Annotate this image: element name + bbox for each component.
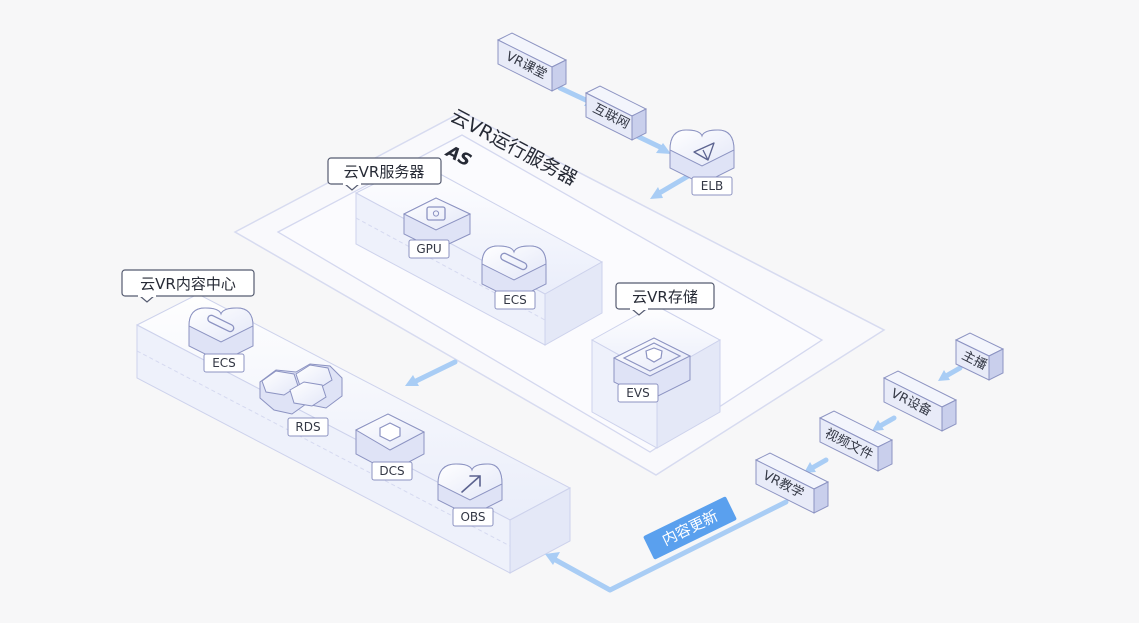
client-internet: 互联网 — [584, 85, 648, 141]
gpu-node: GPU — [402, 197, 472, 259]
arrowhead-elb — [656, 143, 671, 154]
rds-label: RDS — [295, 420, 320, 434]
ecs-center-node: ECS — [188, 307, 254, 373]
evs-label: EVS — [626, 386, 649, 400]
rds-node: RDS — [259, 363, 343, 437]
evs-node: EVS — [612, 337, 692, 403]
arrow-anchor-to-device — [943, 365, 963, 379]
arrowhead-zone — [650, 187, 663, 199]
arrowhead-update — [545, 552, 560, 565]
elb-label: ELB — [701, 179, 724, 193]
arrow-teaching-to-center — [549, 499, 789, 593]
dcs-label: DCS — [379, 464, 404, 478]
upload-arrow-icon — [461, 475, 481, 493]
obs-node: OBS — [437, 463, 503, 527]
chip-icon — [426, 206, 446, 221]
vr-server-label: 云VR服务器 — [344, 163, 425, 181]
vr-storage-tag: 云VR存储 — [615, 282, 715, 316]
hexagon-icon — [379, 422, 401, 442]
ecs-server-node: ECS — [481, 245, 547, 310]
content-center-slab — [135, 293, 572, 574]
dcs-node: DCS — [354, 413, 426, 481]
client-anchor: 主播 — [954, 332, 1005, 381]
paper-plane-icon — [693, 142, 715, 161]
server-icon — [207, 314, 235, 333]
client-vr-teaching: VR教学 — [754, 452, 830, 514]
arrow-elb-to-zone — [653, 172, 693, 198]
content-center-tag: 云VR内容中心 — [121, 269, 255, 303]
arrow-device-to-video — [877, 415, 897, 429]
content-center-label: 云VR内容中心 — [140, 275, 236, 293]
arrow-internet-to-elb — [634, 133, 665, 151]
arrowhead-center — [405, 375, 419, 386]
client-vr-device: VR设备 — [882, 370, 958, 432]
vr-storage-label: 云VR存储 — [632, 288, 698, 306]
arrowhead-video — [872, 420, 884, 431]
arrow-class-to-internet — [557, 85, 593, 105]
ecs-server-label: ECS — [503, 293, 527, 307]
obs-label: OBS — [460, 510, 485, 524]
shield-icon — [645, 347, 663, 363]
arrowhead-teaching — [804, 462, 816, 473]
ecs-center-label: ECS — [212, 356, 236, 370]
client-video-file: 视频文件 — [818, 410, 894, 472]
arrowhead-device — [938, 370, 950, 381]
gpu-label: GPU — [416, 242, 441, 256]
elb-node: ELB — [669, 129, 735, 196]
vr-server-tag: 云VR服务器 — [327, 157, 442, 191]
client-vr-class: VR课堂 — [496, 32, 568, 92]
arrow-zone-to-center — [411, 359, 458, 385]
arrow-video-to-teaching — [809, 457, 829, 471]
server-icon — [500, 252, 528, 271]
